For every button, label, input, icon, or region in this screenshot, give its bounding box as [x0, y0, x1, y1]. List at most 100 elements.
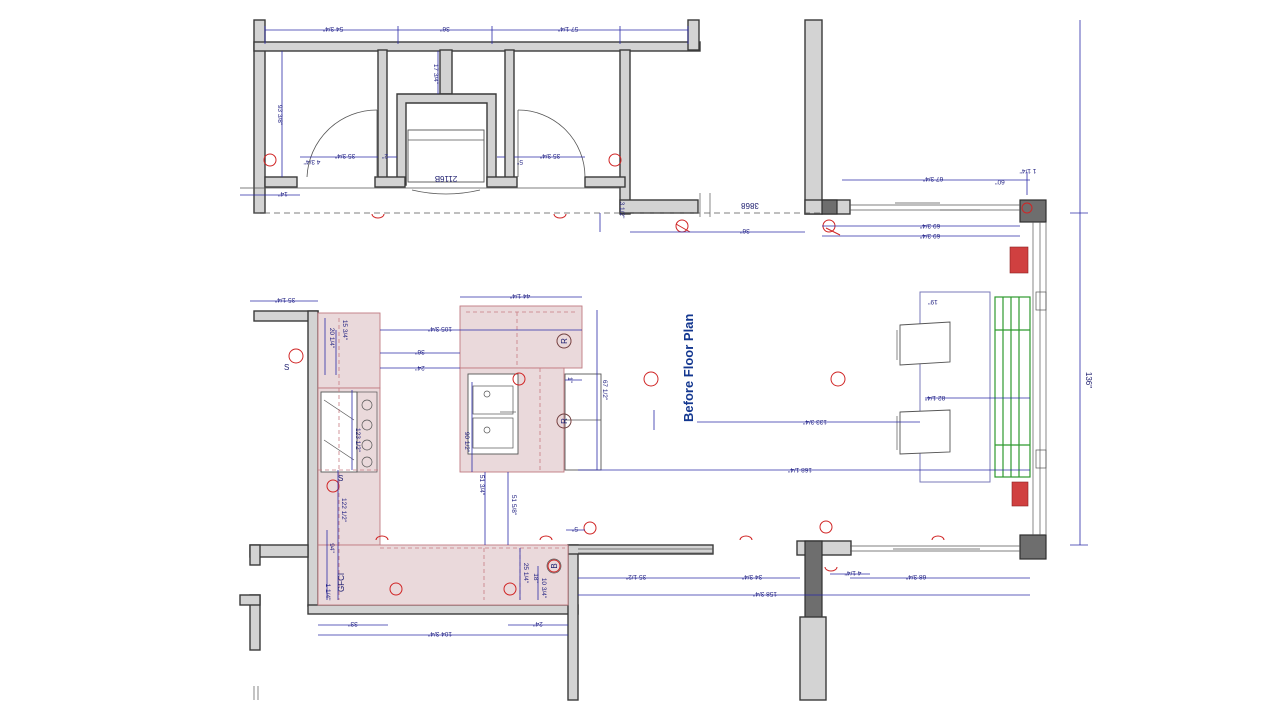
dimension-labels: 54 3/4" 36" 57 1/4" 17 3/4" 93 3/8" 4 3/…: [274, 25, 1036, 637]
wall-left-stub-vertical: [249, 544, 261, 566]
light-fixture: [819, 520, 833, 534]
fireplace-mark-lower: [1011, 481, 1029, 507]
dimension-label: 67 1/2": [601, 380, 608, 401]
light-fixture: [643, 371, 659, 387]
switch-label: S: [284, 363, 289, 372]
range-tag: R: [560, 418, 569, 424]
dimension-label: 90 1/2": [463, 432, 470, 453]
dimension-label: 67 3/4": [922, 175, 943, 182]
wall-hall-bottom: [619, 199, 699, 214]
switch-label: S: [338, 474, 343, 483]
dimension-label: 168 1/4": [787, 466, 812, 473]
stair-green: [994, 296, 1031, 478]
dimension-label: 35 3/4": [334, 152, 355, 159]
plan-labels: Before Floor Plan 2116B 3868 GFCI 136" S…: [284, 174, 1093, 592]
armchair-lower: [899, 409, 951, 455]
wall-stub-c: [486, 176, 518, 188]
wall-upper-right-vertical: [687, 19, 700, 51]
dimension-label: 35 3/4": [539, 152, 560, 159]
wall-closet-1-left: [377, 49, 388, 186]
dimension-label: 1": [566, 377, 573, 384]
dimension-label: 36": [440, 25, 450, 32]
dimension-label: 51 3/4": [478, 475, 485, 496]
fireplace-mark-upper: [1009, 246, 1029, 274]
dimension-label: 4 1/4": [844, 569, 861, 576]
dimension-label: 15 3/4": [341, 320, 348, 341]
light-fixture: [326, 479, 340, 493]
sofa: [919, 291, 991, 483]
island-upper: [459, 305, 583, 369]
right-height-label: 136": [1084, 372, 1093, 388]
wall-kitchen-bottom: [307, 604, 579, 615]
doors: [306, 109, 586, 195]
lights: [263, 153, 1033, 596]
dimension-label: 25 1/4": [522, 563, 529, 584]
dimension-label: 105 3/4": [427, 325, 452, 332]
wall-kitchen-left: [307, 310, 319, 607]
dryer-appliance: [407, 129, 485, 183]
wall-stub-b: [374, 176, 406, 188]
dimension-label: 24": [533, 620, 543, 627]
dimension-label: 1 1/4": [324, 584, 331, 601]
column-right-upper: [821, 199, 838, 215]
dimension-label: 94": [328, 543, 335, 553]
dimension-label: 5": [516, 158, 523, 165]
kitchen-cabinets: [317, 305, 602, 606]
dimension-label: 68 3/4": [905, 573, 926, 580]
dimension-label: 19": [928, 298, 938, 305]
light-fixture: [830, 371, 846, 387]
dimension-label: 24": [415, 364, 425, 371]
dimension-label: 34 3/4": [741, 573, 762, 580]
light-fixture: [583, 521, 597, 535]
appliance-label-upper: 2116B: [435, 174, 458, 183]
wall-closet-divider: [439, 49, 453, 95]
wall-upper-top: [253, 41, 701, 52]
light-fixture: [503, 582, 517, 596]
dimension-label: 69 3/4": [919, 222, 940, 229]
b-tag: B: [550, 563, 559, 568]
gfci-label: GFCI: [337, 573, 346, 592]
dimension-label: 5": [571, 525, 578, 532]
appliance-label-hall: 3868: [741, 201, 759, 210]
wall-kitchen-bottom-right: [567, 544, 579, 701]
dimension-label: 3 1/2": [618, 202, 625, 219]
dimension-label: 54 3/4": [322, 25, 343, 32]
dimension-label: 14": [278, 190, 288, 197]
dimension-label: 35 1/4": [274, 296, 295, 303]
plan-title: Before Floor Plan: [681, 314, 696, 422]
wall-lower-left-top: [239, 594, 261, 606]
dimension-label: 33": [348, 620, 358, 627]
dimension-label: 36": [415, 348, 425, 355]
dimension-label: 133 3/4": [802, 418, 827, 425]
door-swing-left: [306, 109, 378, 178]
dimension-label: 122 1/2": [340, 498, 347, 523]
light-fixture: [547, 559, 561, 573]
dimension-label: 2": [381, 152, 388, 159]
dimension-label: 35 1/2": [625, 573, 646, 580]
dimension-label: 44 1/4": [509, 292, 530, 299]
windows: [240, 187, 1047, 700]
dimension-label: 104 3/4": [427, 630, 452, 637]
dimension-label: 51 5/8": [510, 495, 517, 516]
wall-closet-2-right: [504, 49, 515, 186]
dimension-label: 93 3/8": [276, 105, 283, 126]
dimension-label: 36": [740, 227, 750, 234]
column-far-right-upper: [1019, 199, 1047, 223]
dimension-label: 4 3/4": [303, 158, 320, 165]
cabinet-bottom-run: [317, 544, 569, 606]
column-right-lower: [804, 540, 823, 627]
cabinet-upper-left: [317, 312, 381, 389]
light-fixture: [288, 348, 304, 364]
light-fixture: [1021, 202, 1033, 214]
column-far-right-lower: [1019, 534, 1047, 560]
wall-hall-left: [619, 49, 631, 215]
wall-right-tall: [804, 19, 823, 215]
dimension-label: 69 3/4": [919, 232, 940, 239]
dimension-label: 123 1/2": [354, 428, 361, 453]
dimension-label: 57 1/4": [557, 25, 578, 32]
dishwasher: [564, 373, 602, 471]
wall-stub-a: [264, 176, 298, 188]
dimension-label: 20 1/4": [328, 328, 335, 349]
light-fixture: [512, 372, 526, 386]
